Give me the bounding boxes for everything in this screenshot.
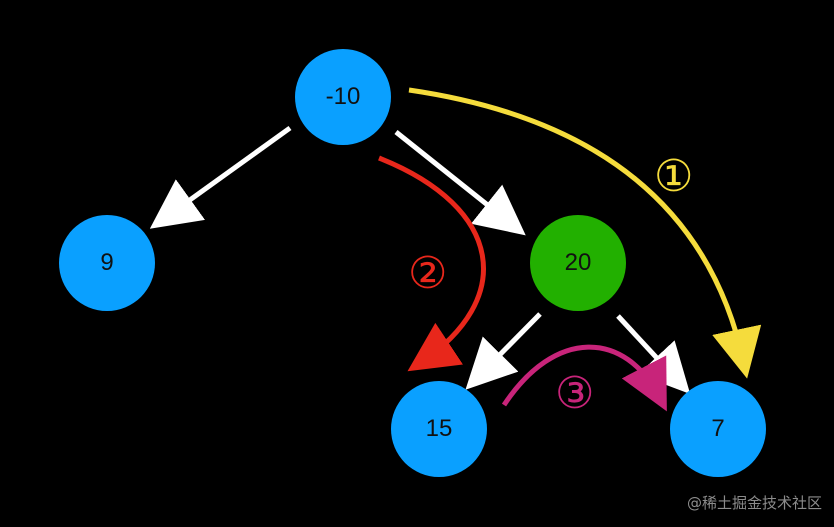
node-left: 9 — [59, 215, 155, 311]
node-root-label: -10 — [325, 83, 361, 110]
node-right-left-label: 15 — [425, 415, 453, 442]
edge-right-rightleft — [465, 312, 542, 390]
path-3-label: ③ — [555, 368, 595, 419]
path-1-arrow — [408, 87, 762, 379]
path-1-label: ① — [654, 151, 694, 202]
edge-right-rightright — [616, 314, 691, 395]
edge-root-left — [149, 125, 292, 229]
path-2-arrow — [378, 155, 486, 372]
edge-root-right — [394, 130, 526, 236]
node-right-left: 15 — [391, 381, 487, 477]
node-left-label: 9 — [100, 249, 114, 276]
watermark-text: @稀土掘金技术社区 — [686, 494, 822, 512]
node-right-label: 20 — [564, 249, 592, 276]
node-right-right-label: 7 — [711, 415, 725, 442]
path-3-arrow — [501, 344, 667, 412]
path-2-label: ② — [408, 248, 448, 299]
node-right-right: 7 — [670, 381, 766, 477]
node-right: 20 — [530, 215, 626, 311]
node-root: -10 — [295, 49, 391, 145]
